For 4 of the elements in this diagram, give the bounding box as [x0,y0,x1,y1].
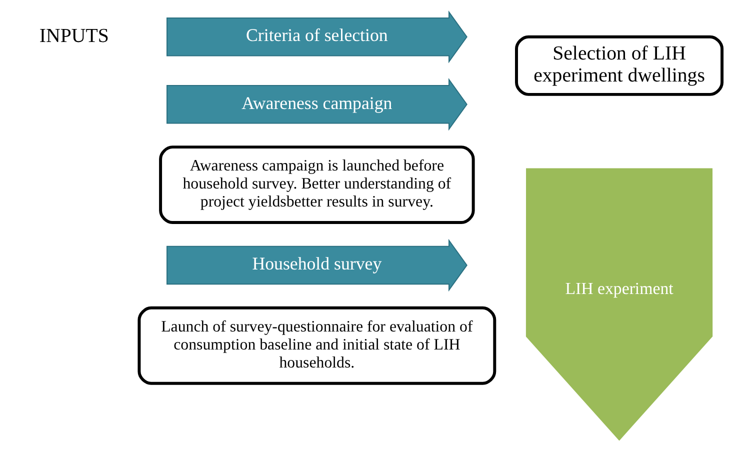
node-box: Awareness campaign is launched before household survey. Better understanding of project yieldsbetter results in survey. [159,146,475,224]
node-box: Selection of LIH experiment dwellings [515,35,724,96]
node-box: Launch of survey-questionnaire for evaluation of consumption baseline and initial state of LIH households. [138,306,496,385]
label: INPUTS [39,24,109,47]
